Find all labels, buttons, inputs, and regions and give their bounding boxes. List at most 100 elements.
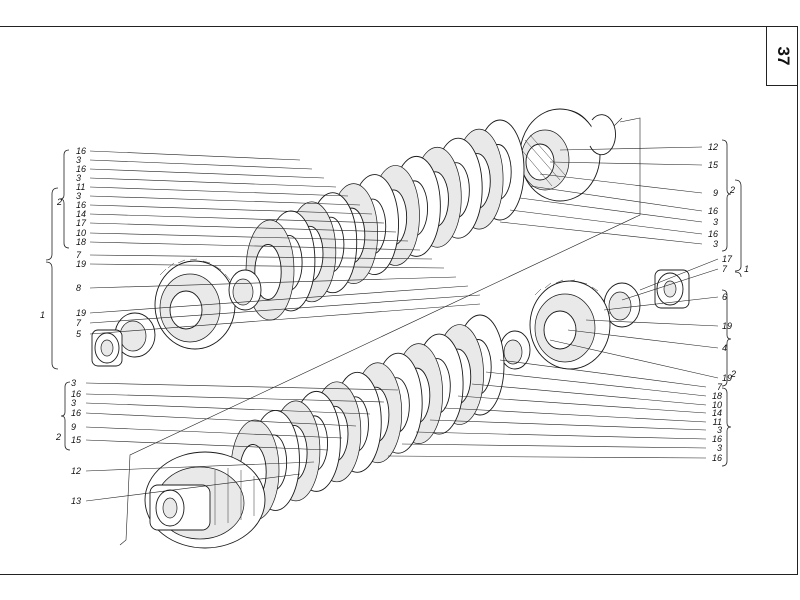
part-label: 15 [71, 435, 82, 445]
part-label: 16 [708, 206, 718, 216]
group-label-left-lower: 2 [55, 432, 61, 442]
leader-line [85, 382, 399, 391]
part-label: 7 [717, 382, 723, 392]
leader-line [89, 204, 373, 215]
leader-line [89, 222, 397, 233]
part-label: 4 [722, 343, 727, 353]
part-label: 7 [76, 318, 82, 328]
part-label: 6 [722, 292, 727, 302]
leader-line [603, 296, 719, 311]
leader-line [89, 186, 349, 197]
leader-line [85, 426, 343, 439]
leader-line [559, 146, 703, 151]
leader-line [89, 177, 337, 188]
leader-line [85, 412, 357, 427]
part-label: 16 [708, 229, 718, 239]
lower-disc-pack [230, 314, 505, 521]
leader-line [499, 221, 703, 245]
part-label: 3 [76, 155, 81, 165]
upper-assembly [91, 108, 616, 367]
part-label: 12 [708, 142, 718, 152]
leader-line [457, 395, 707, 414]
leader-line [387, 455, 707, 459]
group-label-right-upper: 2 [729, 185, 735, 195]
lower-assembly [144, 269, 690, 549]
part-label: 3 [713, 217, 718, 227]
leader-line [89, 150, 301, 161]
part-label: 9 [713, 188, 718, 198]
part-label: 3 [717, 443, 722, 453]
part-label: 10 [76, 228, 86, 238]
lower-right-bearing [603, 282, 641, 328]
part-label: 5 [76, 329, 82, 339]
upper-snap-ring [589, 114, 616, 156]
leader-line [415, 431, 707, 440]
part-label: 3 [76, 191, 81, 201]
leader-line [89, 159, 313, 170]
leader-line [89, 276, 457, 289]
leader-line [85, 439, 329, 451]
leader-line [639, 258, 719, 291]
leader-line [85, 393, 385, 403]
upper-disc-pack [245, 119, 525, 321]
group-label-right: 1 [744, 264, 749, 274]
leader-line [549, 161, 703, 166]
part-label: 17 [722, 254, 733, 264]
leader-line [85, 461, 315, 472]
part-label: 3 [717, 425, 722, 435]
part-label: 16 [76, 146, 86, 156]
leader-line [539, 173, 703, 194]
part-label: 18 [712, 391, 722, 401]
upper-bearing [114, 269, 262, 358]
part-label: 3 [71, 378, 76, 388]
lower-gear [529, 279, 611, 370]
leader-line [85, 402, 371, 415]
leader-line [89, 285, 469, 314]
lower-right-hub [654, 269, 690, 309]
leader-line [585, 319, 719, 327]
leader-line [519, 197, 703, 223]
clutch-disc-bore [254, 244, 282, 300]
group-label-left-big: 1 [40, 310, 45, 320]
leader-line [485, 371, 707, 397]
part-label: 19 [76, 308, 86, 318]
part-label: 16 [76, 200, 86, 210]
leader-line [89, 213, 385, 224]
part-label: 3 [76, 173, 81, 183]
part-label: 7 [722, 264, 728, 274]
leader-line [401, 443, 707, 449]
part-label: 17 [76, 218, 87, 228]
part-label: 9 [71, 422, 76, 432]
group-label-left-upper: 2 [56, 197, 62, 207]
part-label: 14 [76, 209, 86, 219]
leader-line [89, 254, 433, 260]
part-label: 16 [712, 453, 722, 463]
leader-line [443, 407, 707, 423]
leader-line [89, 232, 409, 242]
group-numbers: 2 1 2 2 1 2 [40, 185, 749, 442]
part-label: 16 [71, 408, 81, 418]
leader-line [89, 168, 325, 179]
part-label: 19 [76, 259, 86, 269]
group-label-right-lower: 2 [730, 369, 736, 379]
diagram-frame [0, 26, 798, 575]
leader-line [85, 473, 301, 502]
leader-line [471, 383, 707, 406]
leader-line [429, 419, 707, 431]
upper-shaft-hub [91, 329, 123, 367]
leader-line [549, 339, 719, 379]
part-label: 18 [76, 237, 86, 247]
part-label: 3 [713, 239, 718, 249]
upper-drum [519, 108, 601, 202]
leader-line [89, 195, 361, 206]
part-label: 7 [76, 250, 82, 260]
part-label: 16 [712, 434, 722, 444]
part-label: 12 [71, 466, 81, 476]
part-label: 16 [71, 389, 81, 399]
part-label: 15 [708, 160, 719, 170]
leader-line [567, 329, 719, 349]
upper-gear [154, 258, 237, 350]
leader-line [89, 241, 421, 251]
